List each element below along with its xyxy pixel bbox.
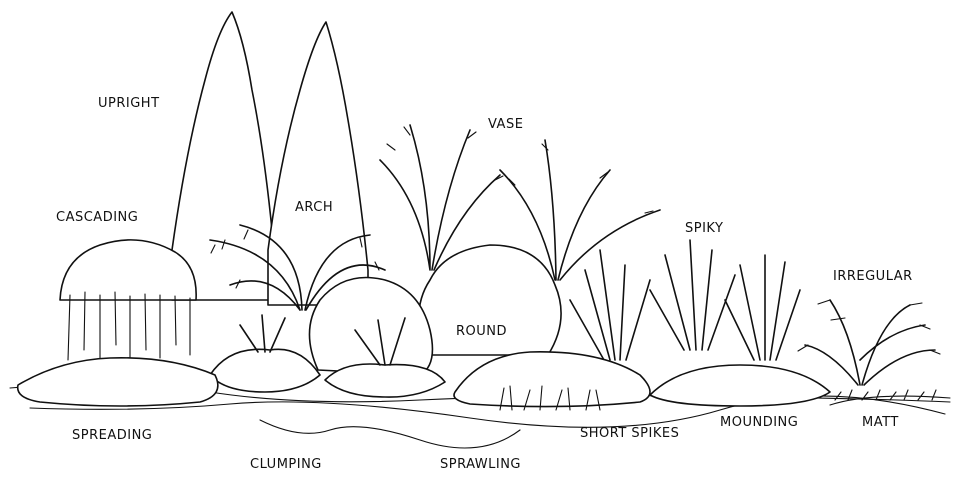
label-spiky: SPIKY xyxy=(685,221,723,236)
cascading-plant xyxy=(60,240,206,362)
label-short-spikes: SHORT SPIKES xyxy=(580,426,679,441)
label-upright: UPRIGHT xyxy=(98,96,160,111)
label-vase: VASE xyxy=(488,117,523,132)
label-round: ROUND xyxy=(456,324,507,339)
spreading-plant xyxy=(18,358,218,406)
label-cascading: CASCADING xyxy=(56,210,138,225)
irregular-plant xyxy=(798,300,940,385)
label-arch: ARCH xyxy=(295,200,333,215)
label-matt: MATT xyxy=(862,415,899,430)
label-mounding: MOUNDING xyxy=(720,415,798,430)
upright-plant xyxy=(172,12,368,305)
label-clumping: CLUMPING xyxy=(250,457,322,472)
label-spreading: SPREADING xyxy=(72,428,152,443)
label-sprawling: SPRAWLING xyxy=(440,457,521,472)
mounding-plant xyxy=(454,352,830,410)
spiky-plant xyxy=(570,240,800,360)
label-irregular: IRREGULAR xyxy=(833,269,913,284)
